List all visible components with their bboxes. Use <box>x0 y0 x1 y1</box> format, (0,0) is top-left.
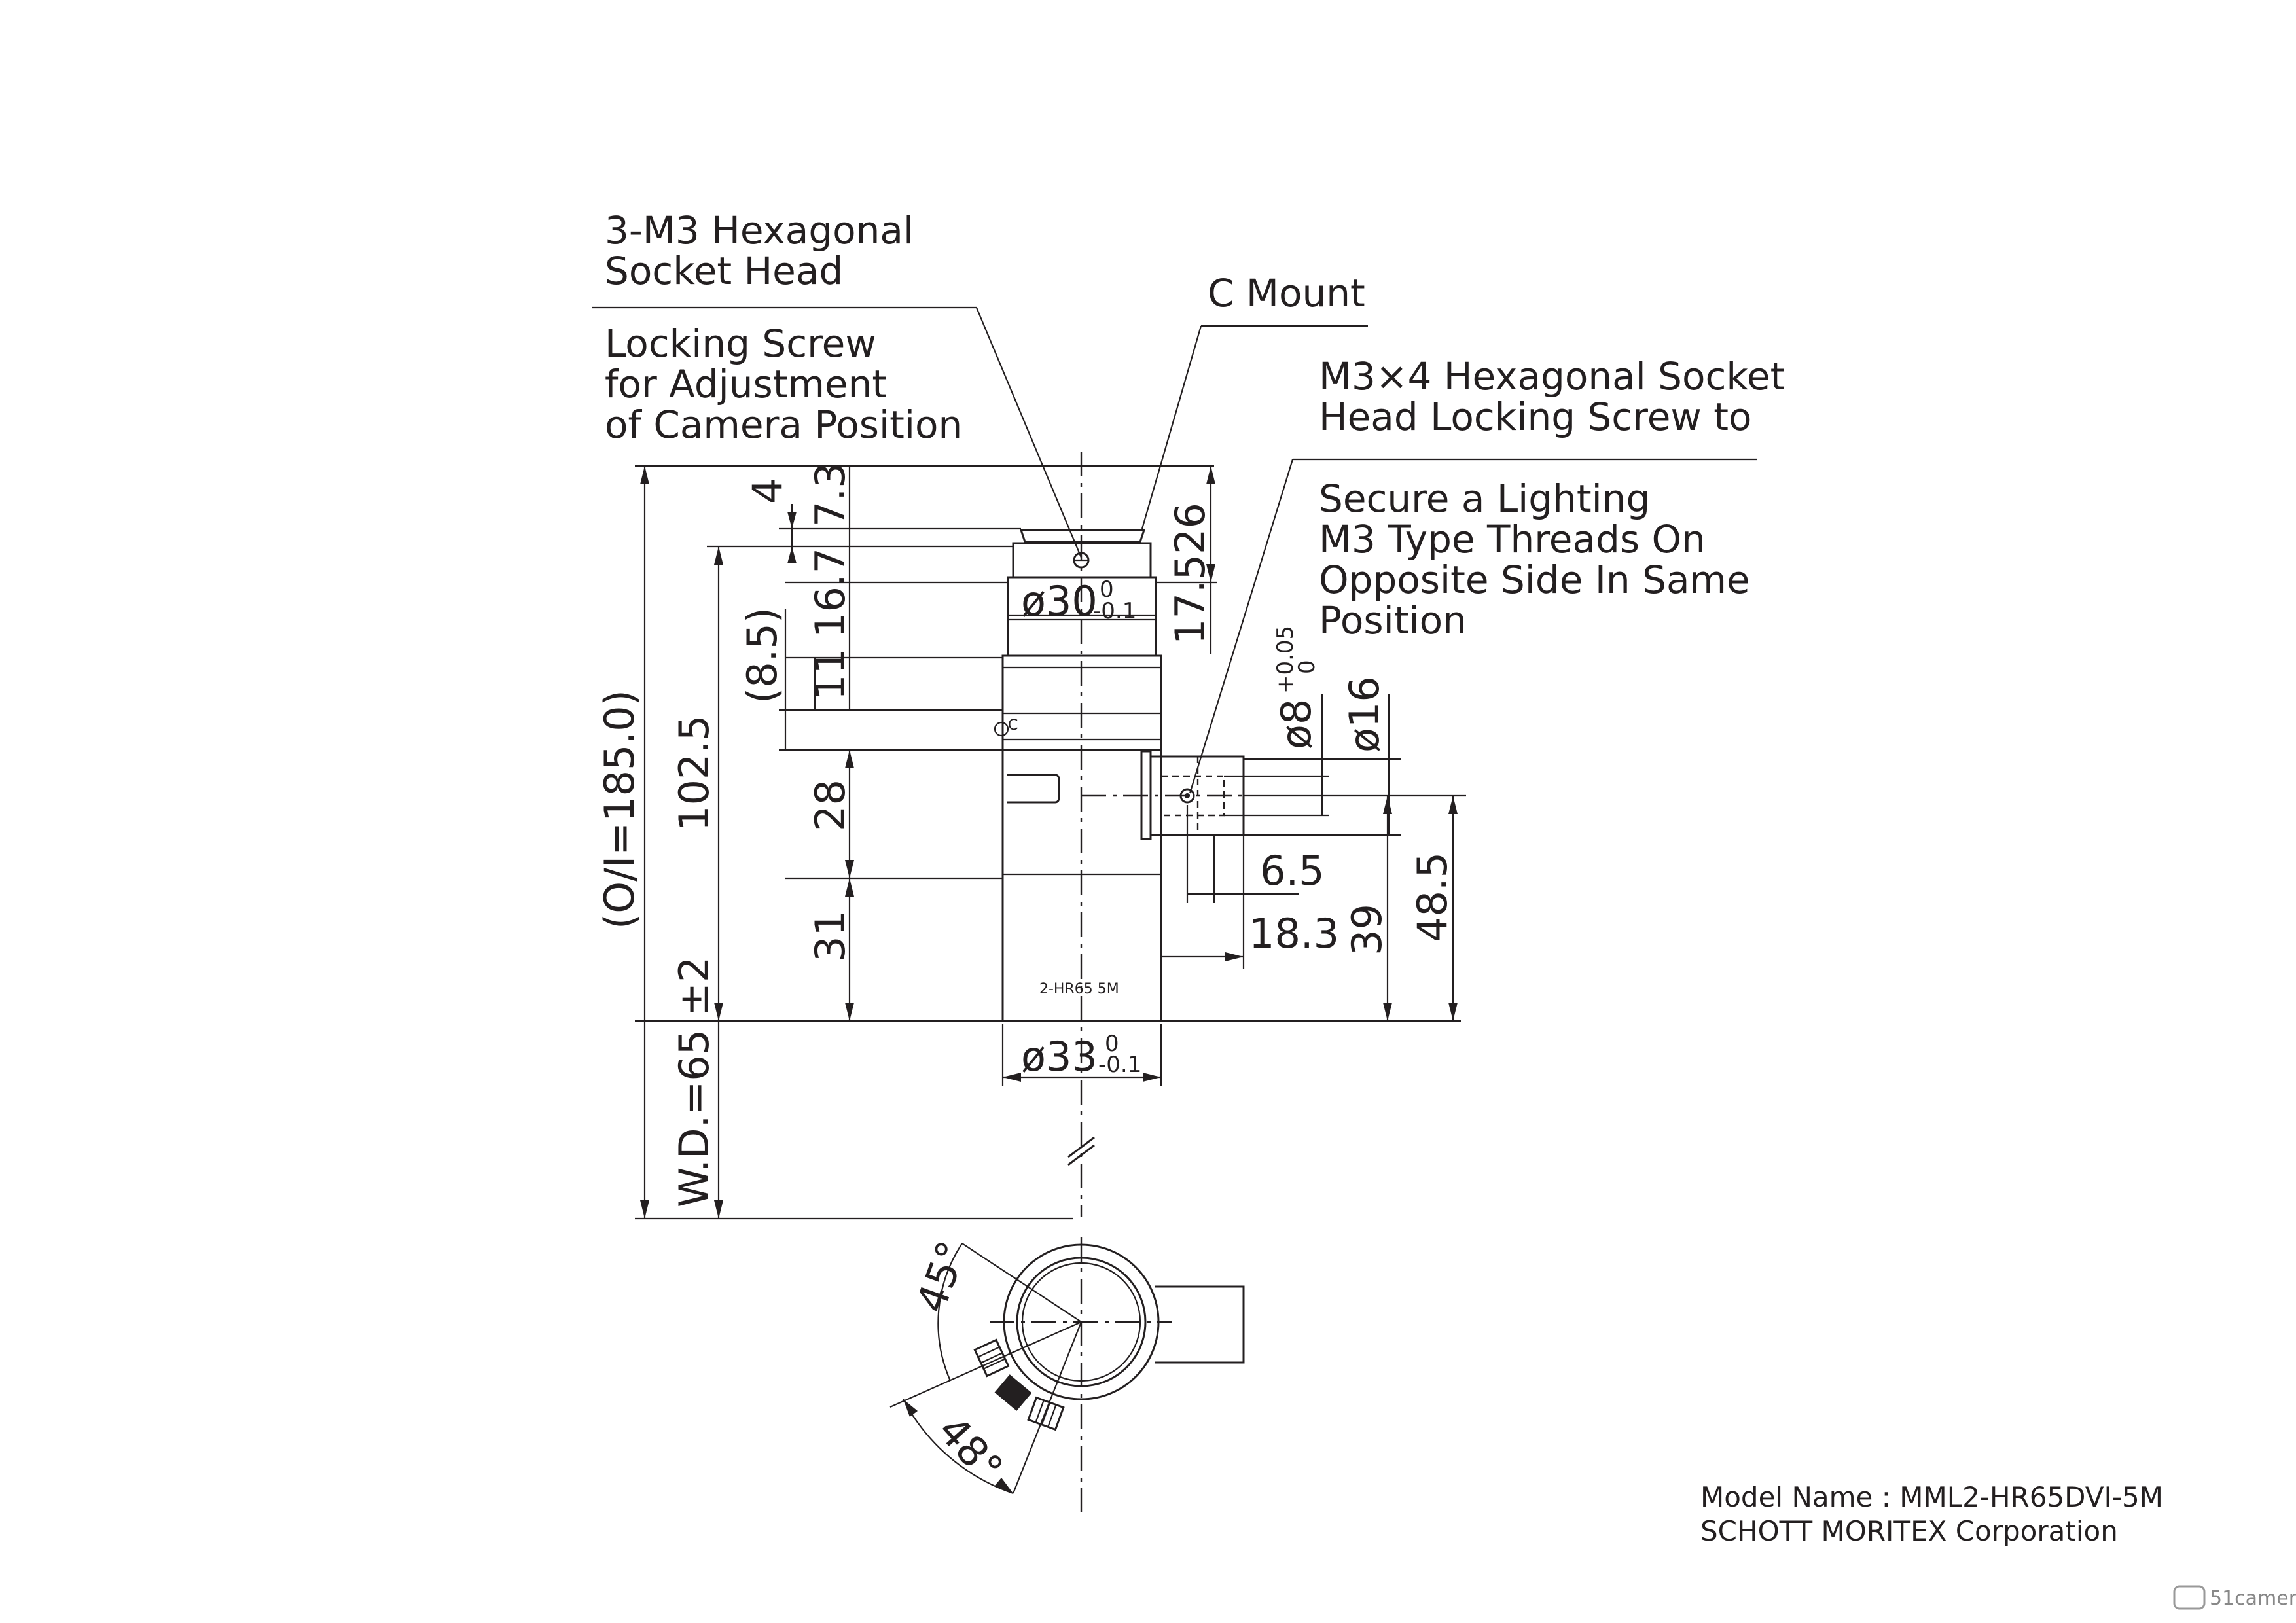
dim-dia30-tol-upper: 0 <box>1100 577 1114 603</box>
centerlines <box>1067 452 1244 1512</box>
screw-3 <box>1027 1396 1065 1431</box>
dim-dia30-tol-lower: -0.1 <box>1093 598 1136 624</box>
bottom-view: 45° 48° <box>889 1235 1245 1495</box>
label-secure-3: Opposite Side In Same <box>1319 558 1750 602</box>
dim-31: 31 <box>806 910 854 962</box>
dim-dia8: ø8 <box>1272 699 1320 749</box>
screw-1 <box>973 1338 1010 1378</box>
label-hex-screw-1: 3-M3 Hexagonal <box>605 208 914 253</box>
dim-dia8-tol-upper: +0.05 <box>1272 626 1299 694</box>
dim-oi: (O/I=185.0) <box>596 690 643 929</box>
dim-6-5: 6.5 <box>1260 847 1325 895</box>
dim-dia33-tol-upper: 0 <box>1105 1031 1119 1057</box>
label-locking-1: Locking Screw <box>605 321 876 366</box>
dim-wd: W.D.=65 ±2 <box>670 957 718 1207</box>
dim-16-7: 16.7 <box>806 548 854 638</box>
dim-28: 28 <box>806 779 854 831</box>
label-secure-1: Secure a Lighting <box>1319 476 1650 521</box>
dim-8-5: (8.5) <box>738 607 786 704</box>
dim-angle-48: 48° <box>929 1406 1013 1492</box>
dim-17-526: 17.526 <box>1166 503 1214 645</box>
left-dimension-labels: (O/I=185.0) 102.5 W.D.=65 ±2 (8.5) 4 7.3… <box>596 462 854 1207</box>
dim-39: 39 <box>1343 904 1391 955</box>
dim-48-5: 48.5 <box>1408 852 1456 942</box>
dim-11: 11 <box>806 649 854 700</box>
dim-7-3: 7.3 <box>806 462 854 527</box>
callout-leaders <box>592 306 1757 794</box>
info-block: Model Name : MML2-HR65DVI-5M SCHOTT MORI… <box>1700 1481 2163 1547</box>
dim-dia16: ø16 <box>1340 676 1388 753</box>
dim-102-5: 102.5 <box>670 715 718 832</box>
dim-angle-45: 45° <box>906 1235 976 1319</box>
watermark-text: 51camera <box>2210 1587 2296 1610</box>
watermark-logo: 51camera <box>2173 1585 2296 1610</box>
dim-dia8-tol-lower: 0 <box>1294 660 1320 674</box>
dim-dia33-tol-lower: -0.1 <box>1098 1052 1141 1078</box>
label-locking-3: of Camera Position <box>605 402 962 447</box>
callout-labels: 3-M3 Hexagonal Socket Head Locking Screw… <box>605 208 1785 643</box>
dim-18-3: 18.3 <box>1249 910 1339 957</box>
label-c-mount: C Mount <box>1208 271 1365 315</box>
right-dimensions <box>1001 466 1466 1086</box>
label-hex-screw-2: Socket Head <box>605 249 843 293</box>
screw-2 <box>994 1374 1032 1411</box>
centerline-mark: C <box>1008 717 1018 734</box>
label-m3x4-1: M3×4 Hexagonal Socket <box>1319 354 1785 399</box>
label-secure-2: M3 Type Threads On <box>1319 517 1706 562</box>
dim-4: 4 <box>744 478 791 504</box>
company-name: SCHOTT MORITEX Corporation <box>1700 1515 2118 1547</box>
label-secure-4: Position <box>1319 598 1467 643</box>
dim-dia30: ø30 <box>1021 577 1098 625</box>
left-dimensions <box>635 465 1214 1220</box>
dim-dia33: ø33 <box>1021 1033 1098 1080</box>
label-m3x4-2: Head Locking Screw to <box>1319 395 1752 439</box>
lens-marking: 2-HR65 5M <box>1039 981 1119 997</box>
model-name: Model Name : MML2-HR65DVI-5M <box>1700 1481 2163 1513</box>
right-dimension-labels: 17.526 ø30 0 -0.1 ø33 0 -0.1 ø8 +0.05 0 … <box>1021 503 1456 1080</box>
label-locking-2: for Adjustment <box>605 362 887 406</box>
